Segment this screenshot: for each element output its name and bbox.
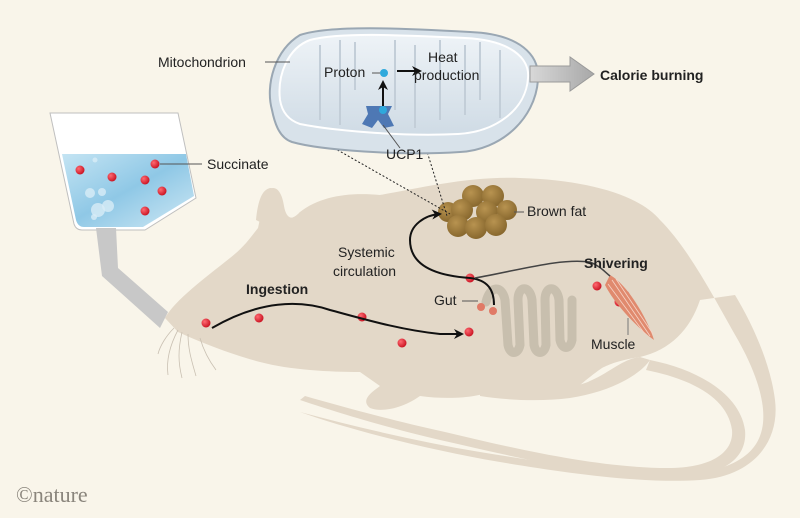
label-calorie-burning: Calorie burning — [600, 67, 703, 83]
muscle — [605, 275, 654, 340]
brown-fat — [438, 185, 517, 239]
label-heat-1: Heat — [428, 49, 458, 65]
ingestion-path — [211, 303, 464, 339]
label-gut: Gut — [434, 292, 457, 308]
gut-molecule — [489, 307, 497, 315]
label-systemic-2: circulation — [333, 263, 396, 279]
label-proton: Proton — [324, 64, 365, 80]
label-systemic-1: Systemic — [338, 244, 395, 260]
nature-credit: ©nature — [16, 482, 88, 507]
shivering-path — [474, 260, 611, 279]
label-heat-2: production — [414, 67, 479, 83]
label-brown-fat: Brown fat — [527, 203, 586, 219]
label-succinate: Succinate — [207, 156, 269, 172]
label-muscle: Muscle — [591, 336, 636, 352]
label-ucp1: UCP1 — [386, 146, 424, 162]
label-mitochondrion: Mitochondrion — [158, 54, 246, 70]
succinate-molecules — [75, 159, 630, 348]
feeding-bottle — [49, 112, 197, 328]
circulation-path — [408, 209, 495, 306]
label-ingestion: Ingestion — [246, 281, 308, 297]
gut-molecule — [477, 303, 485, 311]
gut — [481, 284, 577, 357]
proton-icon — [380, 69, 388, 77]
label-shivering: Shivering — [584, 255, 648, 271]
mitochondrion — [268, 27, 540, 155]
proton-in-ucp1 — [379, 106, 387, 114]
calorie-arrow — [529, 56, 595, 92]
